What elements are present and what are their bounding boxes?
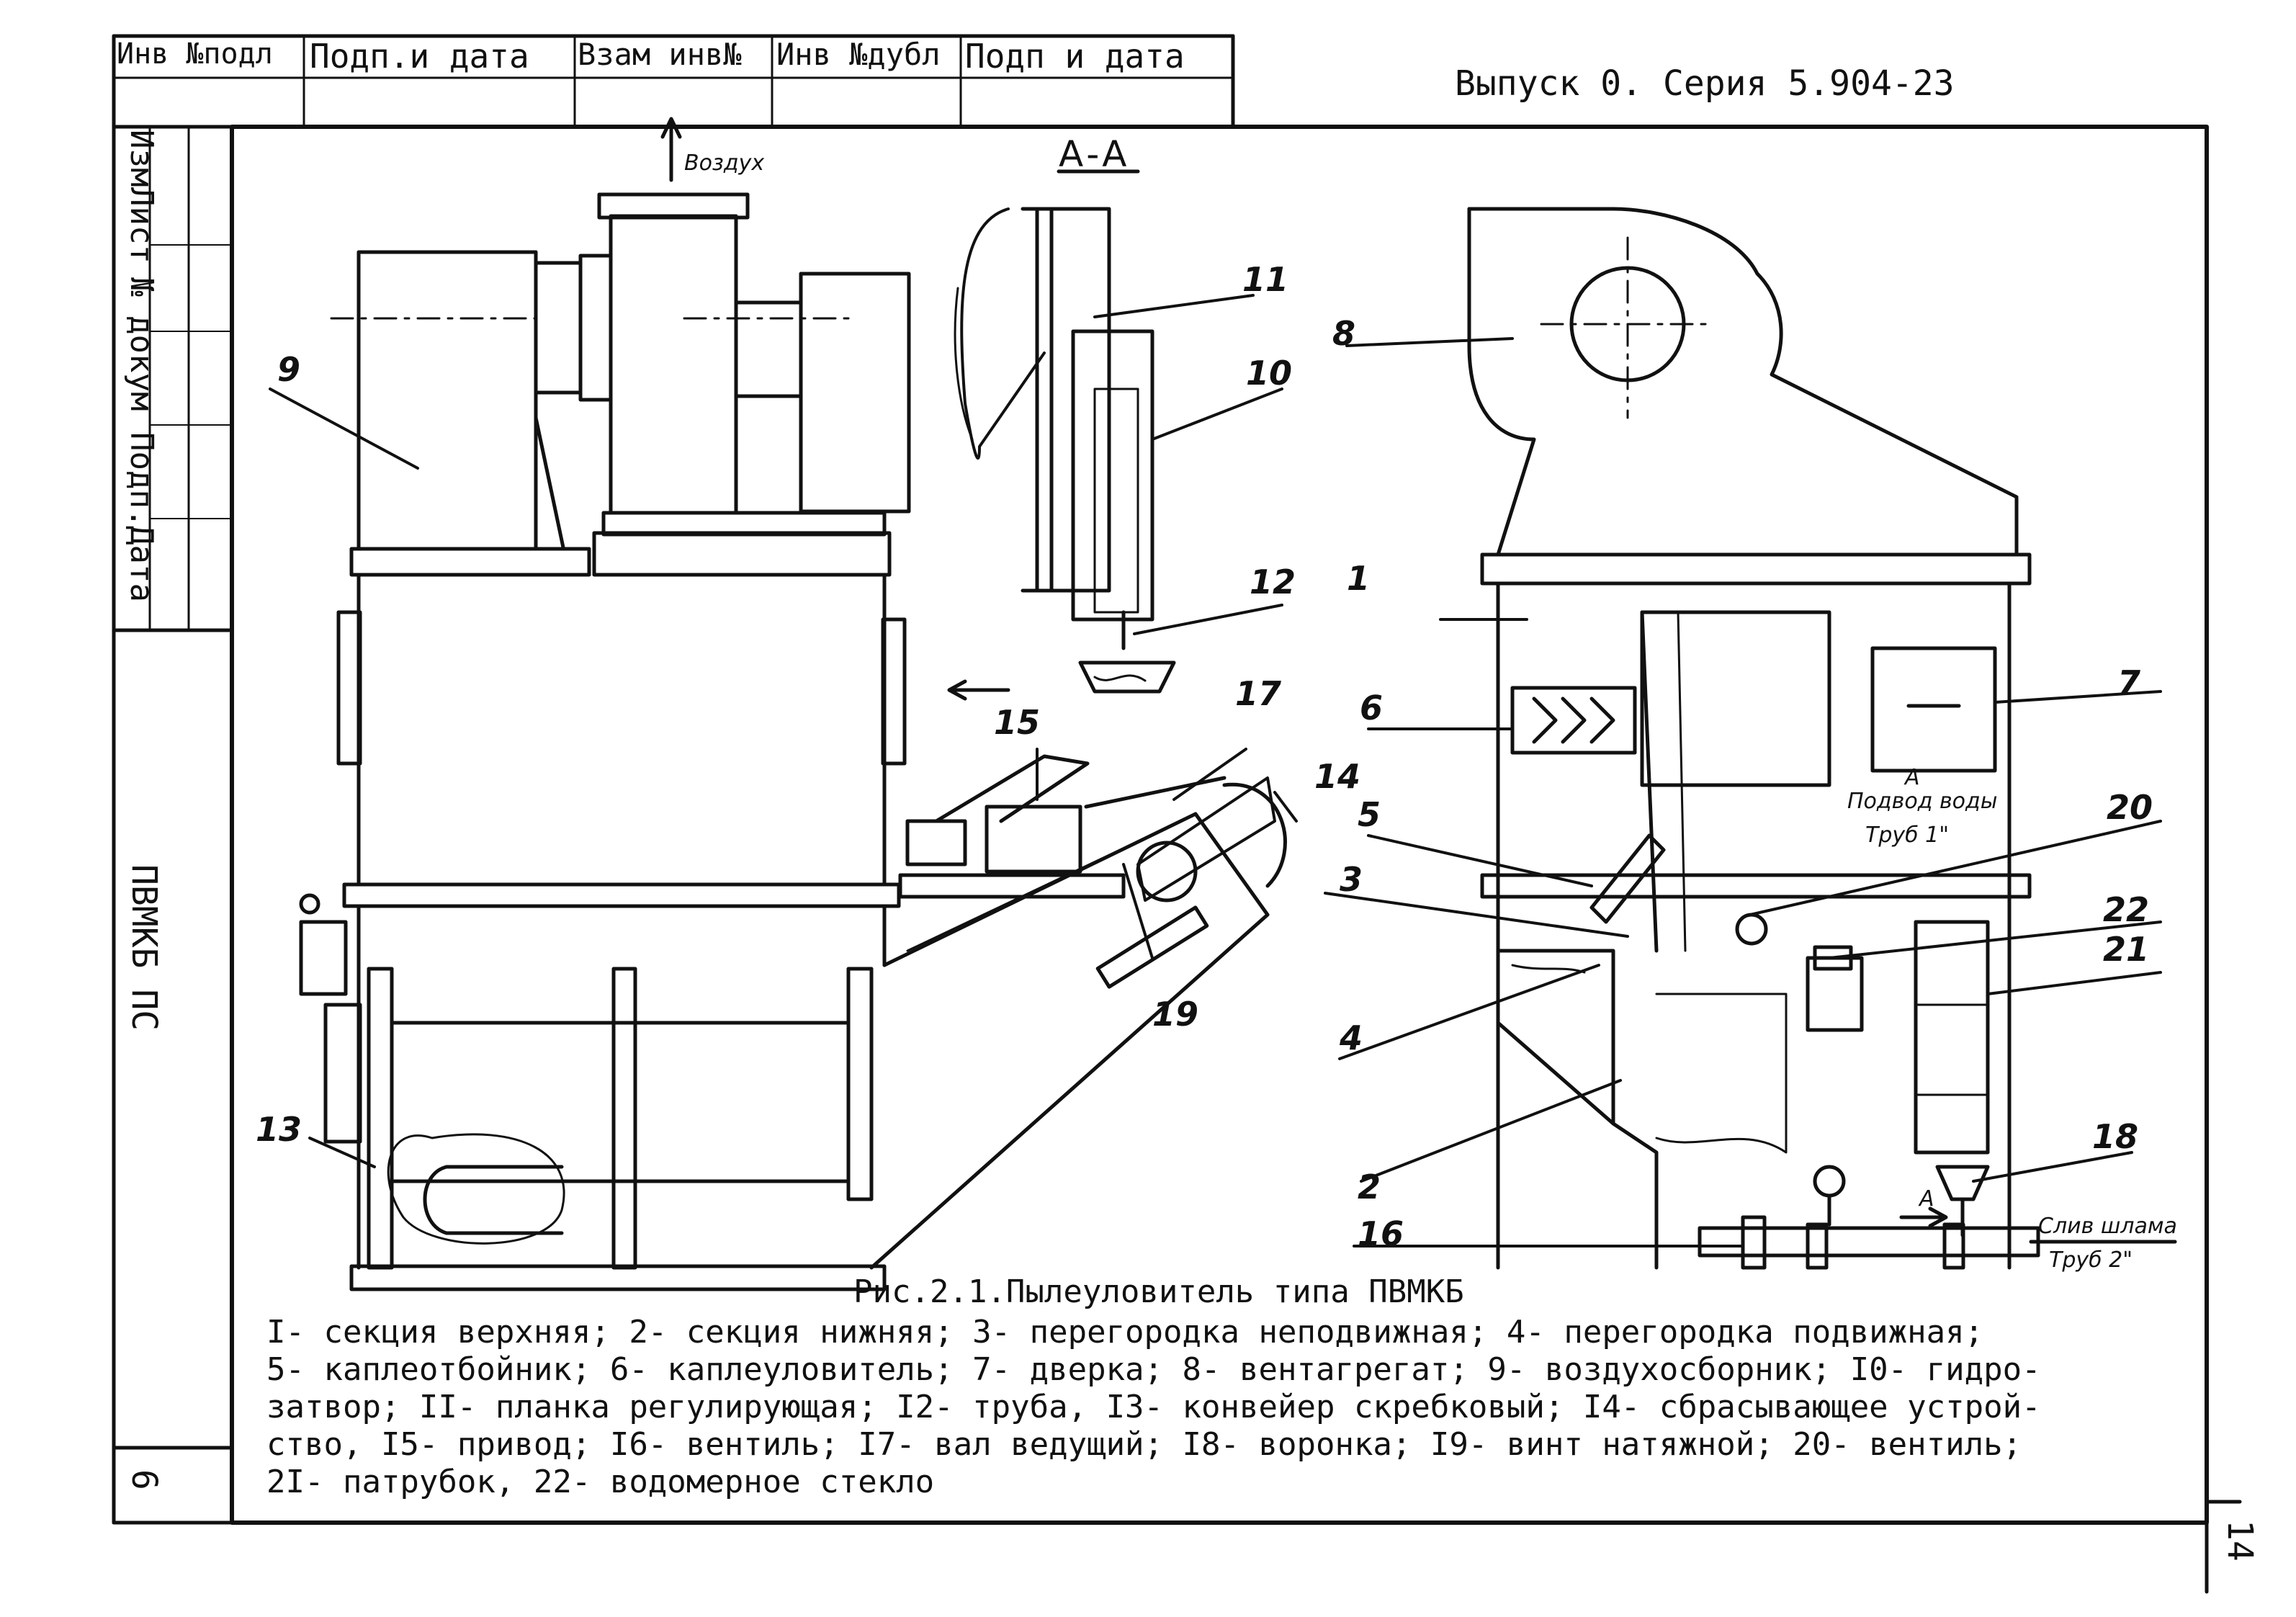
series-header: Выпуск 0. Серия 5.904-23 bbox=[1455, 63, 1955, 104]
stamp-podp-data: Подп.и дата bbox=[310, 37, 529, 76]
sheet-frame bbox=[112, 34, 2242, 1594]
callout-1: 1 bbox=[1347, 559, 1371, 598]
revision-list: Лист bbox=[123, 187, 160, 264]
figure-title: Рис.2.1.Пылеуловитель типа ПВМКБ bbox=[853, 1273, 1464, 1310]
revision-data: Дата bbox=[123, 526, 160, 602]
revision-izm: Изм bbox=[123, 130, 160, 187]
sheet-number: 6 bbox=[124, 1469, 164, 1490]
callout-12: 12 bbox=[1250, 563, 1296, 601]
callout-20: 20 bbox=[2107, 788, 2153, 827]
revision-dokum: № докум bbox=[123, 277, 160, 411]
stamp-inv-dubl: Инв №дубл bbox=[776, 37, 941, 72]
front-view bbox=[299, 117, 1287, 1291]
callout-2: 2 bbox=[1358, 1168, 1381, 1206]
callout-9: 9 bbox=[277, 350, 301, 389]
page-number: 14 bbox=[2220, 1520, 2260, 1562]
water-pipe-label: Труб 1" bbox=[1865, 823, 1950, 848]
callout-4: 4 bbox=[1340, 1018, 1363, 1057]
callout-10: 10 bbox=[1246, 354, 1293, 393]
callout-14: 14 bbox=[1314, 757, 1361, 796]
air-label: Воздух bbox=[684, 151, 765, 176]
legend-line-3: затвор; II- планка регулирующая; I2- тру… bbox=[266, 1389, 2041, 1425]
stamp-inv-podl: Инв №подл bbox=[117, 37, 273, 71]
view-a-label-top: А bbox=[1905, 765, 1920, 790]
sludge-pipe-label: Труб 2" bbox=[2049, 1248, 2133, 1273]
sludge-drain-label: Слив шлама bbox=[2038, 1214, 2177, 1239]
section-label: А-А bbox=[1059, 133, 1130, 175]
legend-line-5: 2I- патрубок, 22- водомерное стекло bbox=[266, 1464, 935, 1500]
callout-17: 17 bbox=[1235, 674, 1282, 713]
callout-21: 21 bbox=[2103, 930, 2150, 969]
legend-line-4: ство, I5- привод; I6- вентиль; I7- вал в… bbox=[266, 1426, 2022, 1463]
view-a-label-bottom: А bbox=[1919, 1186, 1934, 1211]
callout-19: 19 bbox=[1152, 995, 1199, 1034]
stamp-podp-data-2: Подп и дата bbox=[965, 37, 1185, 76]
callout-15: 15 bbox=[994, 703, 1041, 742]
callout-7: 7 bbox=[2117, 663, 2141, 702]
callout-11: 11 bbox=[1242, 260, 1289, 299]
callout-22: 22 bbox=[2103, 890, 2150, 929]
callout-18: 18 bbox=[2092, 1117, 2139, 1156]
doc-code: ПВМКБ ПС bbox=[124, 864, 164, 1031]
stamp-vzam-inv: Взам инв№ bbox=[578, 37, 742, 72]
legend-line-1: I- секция верхняя; 2- секция нижняя; 3- … bbox=[266, 1314, 1984, 1351]
legend-line-2: 5- каплеотбойник; 6- каплеуловитель; 7- … bbox=[266, 1351, 2041, 1388]
revision-podp: Подп. bbox=[123, 432, 160, 528]
callout-6: 6 bbox=[1360, 689, 1384, 727]
callout-5: 5 bbox=[1358, 795, 1381, 834]
side-view bbox=[1467, 207, 2177, 1270]
callout-16: 16 bbox=[1358, 1214, 1404, 1253]
section-a-a bbox=[954, 169, 1176, 694]
callout-8: 8 bbox=[1332, 314, 1356, 353]
callout-3: 3 bbox=[1340, 860, 1363, 899]
callout-13: 13 bbox=[256, 1110, 302, 1149]
water-supply-label: Подвод воды bbox=[1847, 789, 1998, 814]
leader-lines bbox=[269, 294, 2162, 1248]
